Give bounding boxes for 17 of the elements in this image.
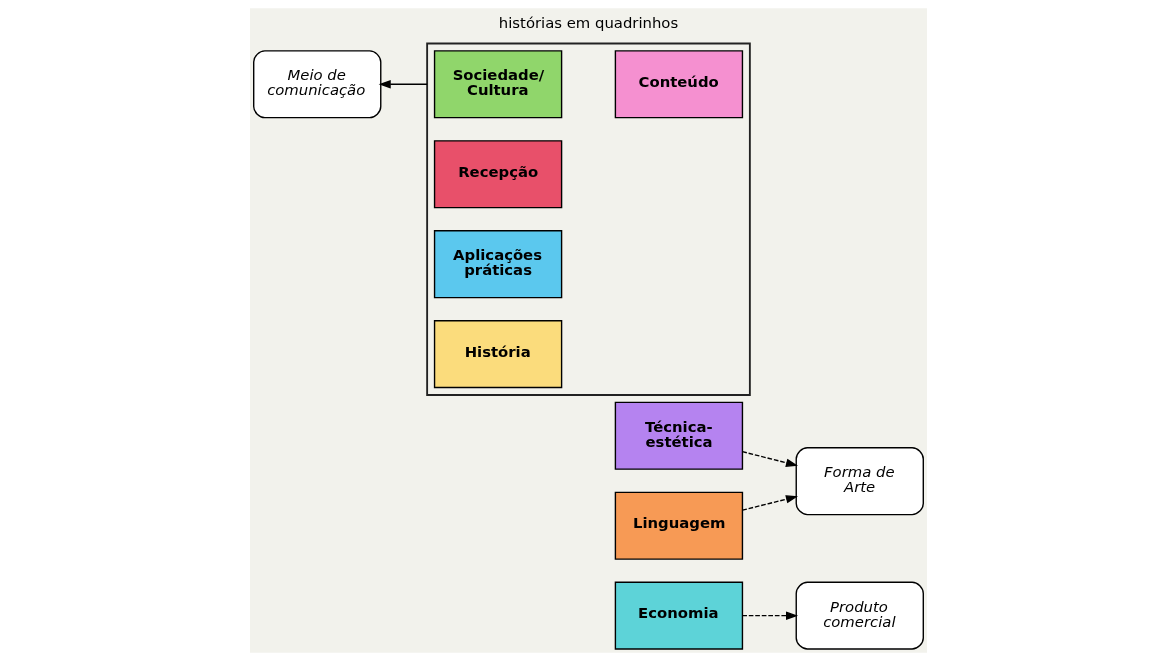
node-box: História (433, 320, 562, 389)
node-box: Sociedade/ Cultura (433, 50, 562, 119)
node-box: Linguagem (614, 491, 743, 560)
node-box: Recepção (433, 140, 562, 209)
node-box: Meio de comunicação (252, 50, 381, 119)
arrow (741, 495, 798, 511)
node-box: Forma de Arte (795, 447, 924, 516)
node-box: Produto comercial (795, 581, 924, 650)
node-box: Técnica- estética (614, 401, 743, 470)
node-box: Aplicações práticas (433, 230, 562, 299)
arrow (741, 611, 798, 620)
arrow (378, 80, 428, 89)
node-box: Economia (614, 581, 743, 650)
cluster (425, 42, 751, 396)
node-box: Conteúdo (614, 50, 743, 119)
arrow (741, 450, 798, 467)
diagram-title: histórias em quadrinhos (498, 13, 678, 31)
